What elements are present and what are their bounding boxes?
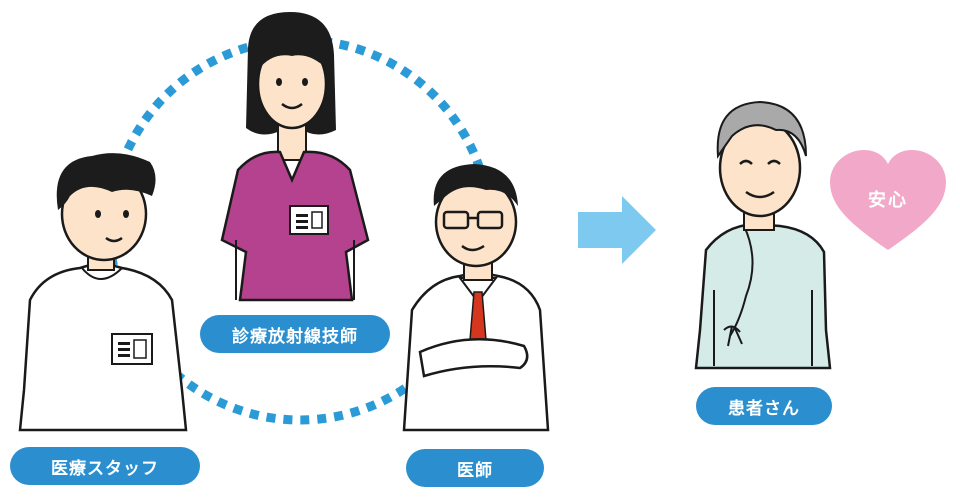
doctor-label: 医師 [406,449,544,487]
medical-staff-figure [18,153,188,432]
patient-figure [694,100,832,370]
doctor-figure [402,164,550,432]
radiographer-label: 診療放射線技師 [200,315,390,353]
heart-icon [830,150,946,250]
medical-staff-label: 医療スタッフ [10,447,200,485]
patient-label: 患者さん [696,387,832,425]
reassurance-label: 安心 [868,190,908,211]
flow-arrow [578,196,656,264]
radiographer-figure [220,12,370,302]
